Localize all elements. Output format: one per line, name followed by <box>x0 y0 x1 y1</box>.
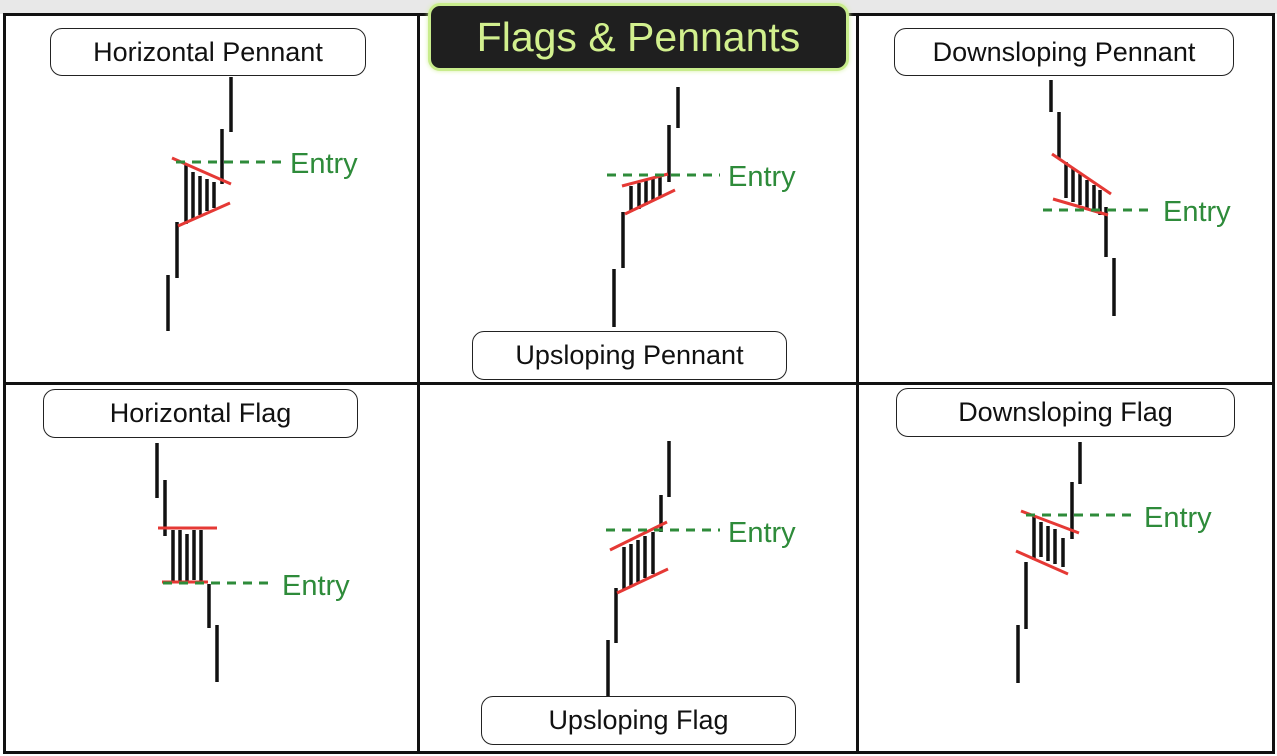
entry-label: Entry <box>282 570 350 602</box>
label-horizontal-flag: Horizontal Flag <box>43 389 358 438</box>
horizontal-flag-chart <box>155 443 219 682</box>
label-horizontal-pennant: Horizontal Pennant <box>50 28 366 76</box>
label-downsloping-pennant: Downsloping Pennant <box>894 28 1234 76</box>
entry-label: Entry <box>290 148 358 180</box>
lower-trendline <box>177 201 231 228</box>
upper-trendline <box>1051 152 1112 196</box>
page-title: Flags & Pennants <box>428 3 849 71</box>
entry-label: Entry <box>1163 196 1231 228</box>
entry-label: Entry <box>728 517 796 549</box>
label-upsloping-flag: Upsloping Flag <box>481 696 796 745</box>
downsloping-flag-chart <box>1016 442 1082 683</box>
lower-trendline <box>616 567 669 595</box>
downsloping-pennant-trendlines <box>1051 152 1112 217</box>
lower-trendline <box>1052 197 1109 217</box>
horizontal-pennant-chart <box>166 77 233 331</box>
upsloping-pennant-chart <box>612 87 680 327</box>
entry-label: Entry <box>728 161 796 193</box>
grid-divider-middle <box>3 382 1275 385</box>
lower-trendline <box>1015 549 1069 576</box>
upsloping-flag-chart <box>606 441 671 697</box>
upsloping-flag-trendlines <box>609 520 669 595</box>
upper-trendline <box>609 520 668 552</box>
entry-label: Entry <box>1144 502 1212 534</box>
downsloping-pennant-chart <box>1049 80 1116 316</box>
lower-trendline <box>624 188 676 216</box>
label-downsloping-flag: Downsloping Flag <box>896 388 1235 437</box>
label-upsloping-pennant: Upsloping Pennant <box>472 331 787 380</box>
